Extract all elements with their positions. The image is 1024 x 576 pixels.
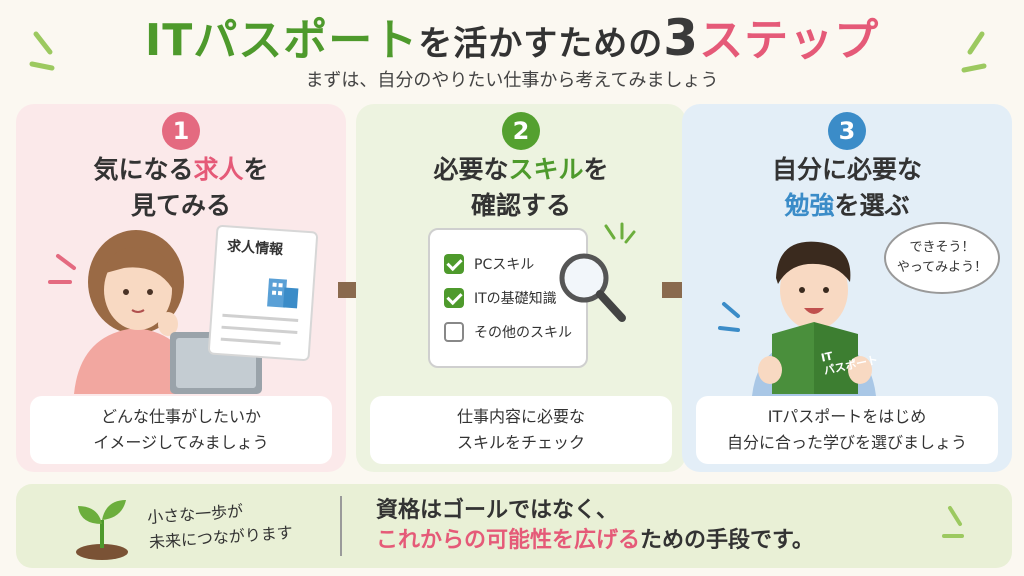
magnifying-glass-icon: [559, 253, 626, 322]
heading-text: 気になる: [93, 155, 194, 184]
heading-text: を: [243, 155, 269, 184]
heading-text: を: [583, 155, 609, 184]
caption-line: ITパスポートをはじめ: [767, 407, 927, 426]
caption-line: どんな仕事がしたいか: [100, 407, 261, 426]
step-number-badge: 2: [502, 112, 540, 150]
checklist-label: その他のスキル: [474, 325, 572, 341]
thought-bubble: できそう！ やってみよう！: [884, 222, 1000, 294]
footer-small-note: 小さな一歩が 未来につながります: [146, 495, 294, 555]
step-card-2: 2 必要なスキルを 確認する PCスキル ITの基礎知識 その他のスキル 仕事内…: [356, 104, 686, 472]
heading-highlight: 勉強: [784, 191, 835, 220]
heading-text: 見てみる: [130, 191, 231, 220]
left-sparkle-icon: [29, 31, 55, 71]
title-part-itpassport: ITパスポート: [144, 15, 419, 66]
title-part-steps: ステップ: [699, 15, 880, 66]
right-sparkle-icon: [961, 31, 987, 73]
checklist-label: ITの基礎知識: [474, 291, 557, 307]
step-heading: 気になる求人を 見てみる: [16, 152, 346, 224]
heading-text: を選ぶ: [834, 191, 910, 220]
bubble-line: やってみよう！: [896, 260, 988, 275]
building-icon: [267, 278, 299, 309]
heading-text: 必要な: [433, 155, 509, 184]
caption-line: 仕事内容に必要な: [456, 407, 585, 426]
checklist-label: PCスキル: [474, 257, 535, 273]
job-posting-document: 求人情報: [207, 224, 319, 362]
checklist-item: ITの基礎知識: [444, 288, 557, 308]
footer-message-line: 資格はゴールではなく、: [376, 498, 619, 523]
caption-line: 自分に合った学びを選びましょう: [726, 433, 967, 452]
footer-banner: 小さな一歩が 未来につながります 資格はゴールではなく、 これからの可能性を広げ…: [16, 484, 1012, 568]
checked-checkbox-icon: [444, 288, 464, 308]
heading-text: 自分に必要な: [771, 155, 922, 184]
footer-sparkle-icon: [942, 506, 964, 538]
bubble-line: できそう！: [909, 240, 975, 255]
subtitle: まずは、自分のやりたい仕事から考えてみましょう: [305, 70, 719, 91]
caption-line: イメージしてみましょう: [93, 433, 269, 452]
step-heading: 自分に必要な 勉強を選ぶ: [682, 152, 1012, 224]
step-caption: どんな仕事がしたいか イメージしてみましょう: [30, 396, 332, 464]
footer-divider: [340, 496, 342, 556]
step-card-3: 3 自分に必要な 勉強を選ぶ IT パスポート できそう！ やってみよう！ IT…: [682, 104, 1012, 472]
step-caption: ITパスポートをはじめ 自分に合った学びを選びましょう: [696, 396, 998, 464]
sparkle-icon: [604, 222, 636, 244]
heading-text: 確認する: [470, 191, 571, 220]
step-number-badge: 3: [828, 112, 866, 150]
footer-message-text: ための手段です。: [640, 528, 814, 553]
page-title: ITパスポートを活かすための3ステップ: [0, 4, 1024, 68]
footer-message-highlight: これからの可能性を広げる: [376, 528, 641, 553]
heading-highlight: 求人: [193, 155, 244, 184]
checklist-item: その他のスキル: [444, 322, 572, 342]
document-text-lines: [220, 313, 299, 345]
skill-checklist: PCスキル ITの基礎知識 その他のスキル: [428, 228, 588, 368]
checklist-item: PCスキル: [444, 254, 534, 274]
step-card-1: 1 気になる求人を 見てみる 求人情報 どんな仕事がしたいか: [16, 104, 346, 472]
step-number-badge: 1: [162, 112, 200, 150]
document-title: 求人情報: [226, 238, 284, 259]
heading-highlight: スキル: [508, 155, 584, 184]
sprout-icon: [76, 500, 128, 560]
step-heading: 必要なスキルを 確認する: [356, 152, 686, 224]
caption-line: スキルをチェック: [456, 433, 585, 452]
checked-checkbox-icon: [444, 254, 464, 274]
man-reading-book-illustration: [718, 241, 876, 396]
step-caption: 仕事内容に必要な スキルをチェック: [370, 396, 672, 464]
title-part-middle: を活かすための: [418, 24, 664, 64]
title-part-number: 3: [663, 9, 700, 67]
unchecked-checkbox-icon: [444, 322, 464, 342]
footer-message: 資格はゴールではなく、 これからの可能性を広げるための手段です。: [376, 496, 814, 556]
